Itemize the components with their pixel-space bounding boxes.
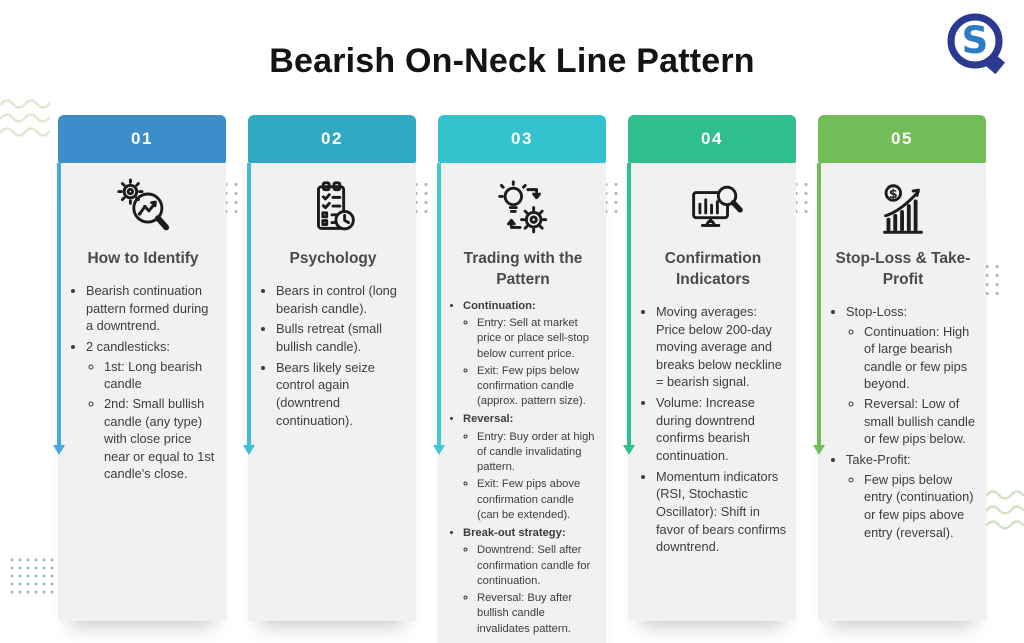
sub-bullet-item: Downtrend: Sell after confirmation candl… [477, 543, 597, 589]
down-arrow-icon [243, 163, 255, 455]
bullet-item: Bears likely seize control again (downtr… [276, 359, 407, 430]
column-number-header: 04 [628, 115, 796, 163]
bullet-item: Reversal:Entry: Buy order at high of can… [463, 412, 597, 523]
sub-bullet-item: Exit: Few pips below confirmation candle… [477, 364, 597, 410]
sub-bullet-item: Entry: Buy order at high of candle inval… [477, 430, 597, 476]
column-title: Confirmation Indicators [664, 250, 762, 288]
column-number: 05 [891, 129, 913, 148]
bullet-item: Stop-Loss:Continuation: High of large be… [846, 303, 977, 448]
bullet-list: Stop-Loss:Continuation: High of large be… [829, 303, 977, 542]
down-arrow-icon [813, 163, 825, 455]
sub-bullet-item: Reversal: Buy after bullish candle inval… [477, 591, 597, 637]
bullet-item: Momentum indicators (RSI, Stochastic Osc… [656, 468, 787, 556]
arrow-line [247, 163, 251, 445]
sub-bullet-item: Few pips below entry (continuation) or f… [864, 471, 977, 542]
arrow-line [437, 163, 441, 445]
pattern-column: 05 Stop-Loss & Take-Profit Stop-Loss:Con… [813, 115, 986, 621]
sub-bullet-list: 1st: Long bearish candle2nd: Small bulli… [86, 358, 217, 484]
bullet-item: Bulls retreat (small bullish candle). [276, 320, 407, 355]
column-body: How to Identify Bearish continuation pat… [53, 163, 226, 621]
arrow-line [627, 163, 631, 445]
bullet-list: Moving averages: Price below 200-day mov… [639, 303, 787, 556]
arrow-line [817, 163, 821, 445]
bullet-item: 2 candlesticks:1st: Long bearish candle2… [86, 338, 217, 483]
bullet-item: Volume: Increase during downtrend confir… [656, 394, 787, 465]
icon-chart-dollar-arrow [829, 177, 977, 241]
column-title: Psychology [289, 250, 377, 267]
down-arrow-icon [433, 163, 445, 455]
bullet-item: Break-out strategy:Downtrend: Sell after… [463, 526, 597, 637]
arrow-head [623, 445, 635, 455]
column-number-header: 03 [438, 115, 606, 163]
sub-bullet-list: Downtrend: Sell after confirmation candl… [463, 543, 597, 636]
column-number: 04 [701, 129, 723, 148]
sq-monogram-logo: S [947, 13, 1006, 75]
bullet-item: Bears in control (long bearish candle). [276, 282, 407, 317]
column-number-header: 02 [248, 115, 416, 163]
svg-text:S: S [962, 19, 989, 62]
column-number-header: 01 [58, 115, 226, 163]
sub-bullet-list: Entry: Buy order at high of candle inval… [463, 430, 597, 523]
sub-bullet-list: Continuation: High of large bearish cand… [846, 323, 977, 449]
column-number: 03 [511, 129, 533, 148]
column-title: Trading with the Pattern [463, 250, 583, 288]
pattern-column: 01 How to Identify Bearish continuation … [53, 115, 226, 621]
column-body: Confirmation Indicators Moving averages:… [623, 163, 796, 621]
column-number-header: 05 [818, 115, 986, 163]
bullet-list: Continuation:Entry: Sell at market price… [449, 299, 597, 637]
column-title: Stop-Loss & Take-Profit [835, 250, 971, 288]
icon-checklist-clock [259, 177, 407, 241]
sub-bullet-item: 1st: Long bearish candle [104, 358, 217, 393]
icon-identify-magnifier [69, 177, 217, 241]
sub-bullet-item: Reversal: Low of small bullish candle or… [864, 395, 977, 448]
sub-bullet-item: 2nd: Small bullish candle (any type) wit… [104, 395, 217, 483]
pattern-column: 04 Confirmation Indicators Moving averag… [623, 115, 796, 621]
columns-container: 01 How to Identify Bearish continuation … [0, 115, 1024, 643]
arrow-head [433, 445, 445, 455]
down-arrow-icon [53, 163, 65, 455]
arrow-head [243, 445, 255, 455]
column-body: Stop-Loss & Take-Profit Stop-Loss:Contin… [813, 163, 986, 621]
pattern-column: 02 Psychology Bears in control (long bea… [243, 115, 416, 621]
icon-monitor-magnifier [639, 177, 787, 241]
column-title: How to Identify [87, 250, 199, 267]
arrow-line [57, 163, 61, 445]
sub-bullet-item: Entry: Sell at market price or place sel… [477, 316, 597, 362]
column-body: Trading with the Pattern Continuation:En… [433, 163, 606, 643]
arrow-head [813, 445, 825, 455]
bullet-item: Bearish continuation pattern formed duri… [86, 282, 217, 335]
column-number: 01 [131, 129, 153, 148]
column-body: Psychology Bears in control (long bearis… [243, 163, 416, 621]
down-arrow-icon [623, 163, 635, 455]
bullet-item: Continuation:Entry: Sell at market price… [463, 299, 597, 410]
icon-idea-gear [449, 177, 597, 241]
bullet-item: Moving averages: Price below 200-day mov… [656, 303, 787, 391]
sub-bullet-item: Continuation: High of large bearish cand… [864, 323, 977, 394]
bullet-list: Bears in control (long bearish candle).B… [259, 282, 407, 429]
sub-bullet-list: Few pips below entry (continuation) or f… [846, 471, 977, 542]
wave-decoration [0, 99, 50, 137]
sub-bullet-item: Exit: Few pips above confirmation candle… [477, 477, 597, 523]
page-title: Bearish On-Neck Line Pattern [269, 42, 755, 80]
column-number: 02 [321, 129, 343, 148]
arrow-head [53, 445, 65, 455]
bullet-list: Bearish continuation pattern formed duri… [69, 282, 217, 483]
pattern-column: 03 Trading with the Pattern Continuation… [433, 115, 606, 643]
wave-decoration [986, 490, 1024, 530]
bullet-item: Take-Profit:Few pips below entry (contin… [846, 451, 977, 541]
sub-bullet-list: Entry: Sell at market price or place sel… [463, 316, 597, 409]
